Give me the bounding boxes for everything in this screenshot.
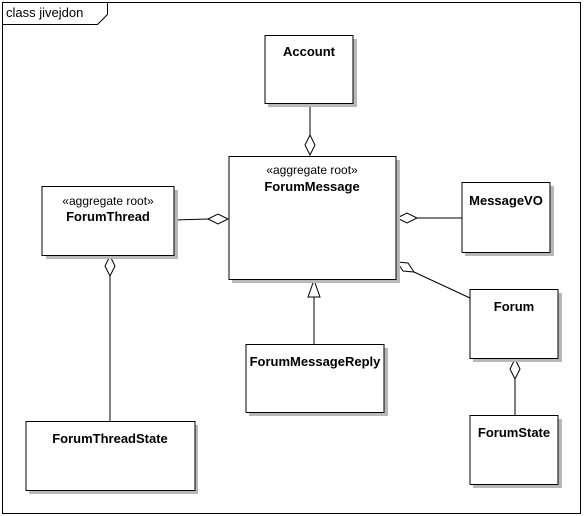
class-forummessagereply-box xyxy=(245,344,385,413)
class-forum-name: Forum xyxy=(494,299,534,314)
generalization-triangle xyxy=(307,278,321,298)
edge-forum-forummessage xyxy=(413,271,471,299)
class-forummessagereply[interactable]: ForumMessageReply xyxy=(245,344,388,417)
aggregation-diamond-forumstate xyxy=(509,357,521,381)
aggregation-diamond-account xyxy=(304,133,316,157)
class-forummessage-box xyxy=(228,156,397,280)
edges xyxy=(104,104,521,421)
class-messagevo[interactable]: MessageVO xyxy=(461,182,554,257)
class-forumthreadstate-box xyxy=(25,421,196,491)
aggregation-diamond-forumthreadstate xyxy=(104,254,116,278)
aggregation-diamond-forumthread xyxy=(206,213,230,225)
edge-forumthread-forummessage xyxy=(173,218,209,221)
class-forummessage-name: ForumMessage xyxy=(264,179,359,194)
class-forumthread-box xyxy=(41,186,175,256)
class-account-box xyxy=(264,35,354,104)
class-forumstate[interactable]: ForumState xyxy=(469,415,562,489)
frame-tab xyxy=(2,2,108,25)
class-account-name: Account xyxy=(283,44,336,59)
frame-label: class jivejdon xyxy=(6,5,83,20)
aggregation-diamond-forum xyxy=(396,261,415,273)
class-forumthreadstate[interactable]: ForumThreadState xyxy=(25,421,198,495)
class-forumstate-box xyxy=(469,415,559,485)
class-forummessagereply-name: ForumMessageReply xyxy=(250,354,382,369)
class-forumthread[interactable]: «aggregate root» ForumThread xyxy=(41,186,178,260)
class-forum-box xyxy=(469,289,559,359)
class-messagevo-box xyxy=(461,182,551,253)
class-forummessage-stereotype: «aggregate root» xyxy=(266,163,358,177)
class-account[interactable]: Account xyxy=(264,35,357,108)
aggregation-diamond-messagevo xyxy=(395,212,419,224)
class-forummessage[interactable]: «aggregate root» ForumMessage xyxy=(228,156,400,284)
class-forumthreadstate-name: ForumThreadState xyxy=(52,431,168,446)
class-messagevo-name: MessageVO xyxy=(469,193,543,208)
class-forumthread-name: ForumThread xyxy=(66,209,150,224)
class-forumstate-name: ForumState xyxy=(478,425,550,440)
class-forum[interactable]: Forum xyxy=(469,289,562,363)
class-forumthread-stereotype: «aggregate root» xyxy=(62,194,154,208)
